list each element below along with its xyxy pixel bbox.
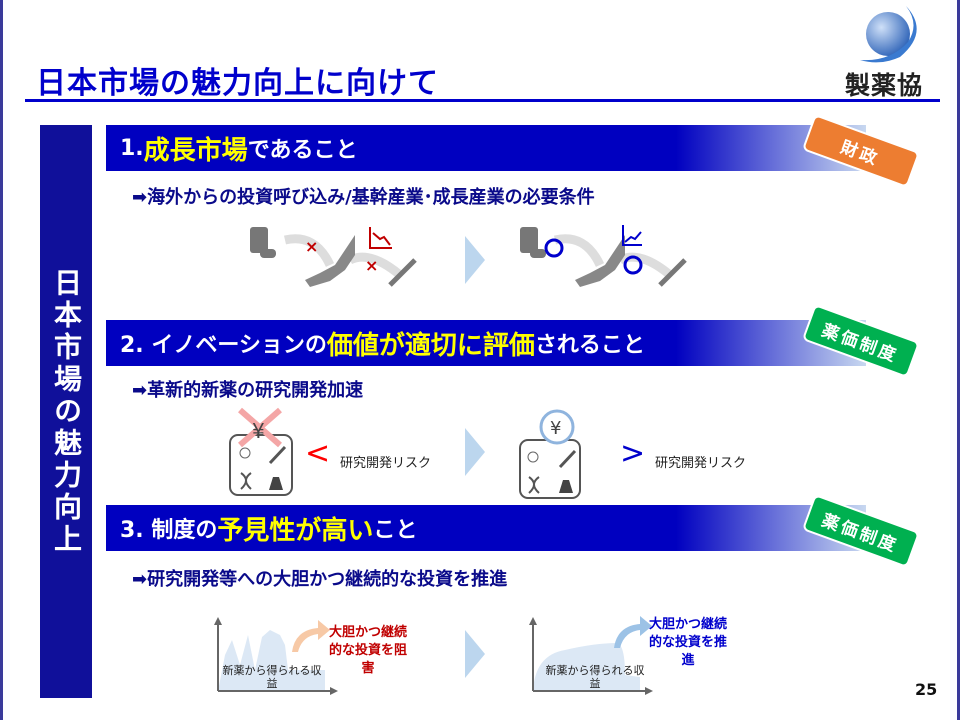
section-1-highlight: 成長市場 — [143, 135, 248, 166]
revenue-label-before: 新薬から得られる収益 — [222, 664, 322, 690]
greater-than-sign: > — [620, 436, 646, 471]
investment-attracted-illustration — [520, 225, 687, 287]
section-2-subtitle: ➡革新的新薬の研究開発加速 — [132, 380, 364, 401]
section-1-subtitle: ➡海外からの投資呼び込み/基幹産業･成長産業の必要条件 — [132, 187, 595, 208]
revenue-label-after: 新薬から得られる収益 — [545, 664, 645, 690]
svg-text:×: × — [305, 237, 318, 256]
orange-curved-arrow-icon — [292, 620, 330, 652]
less-than-sign: < — [305, 436, 331, 471]
svg-text:×: × — [365, 256, 378, 275]
section-1-header: 1. 成長市場であること — [106, 125, 866, 171]
rd-risk-label-left: 研究開発リスク — [340, 456, 432, 471]
blue-curved-arrow-icon — [614, 616, 652, 648]
jpma-globe-logo-icon — [860, 6, 917, 63]
arrow-right-icon — [465, 428, 485, 476]
rd-risk-label-right: 研究開発リスク — [655, 456, 747, 471]
after-note: 大胆かつ継続的な投資を推進 — [648, 617, 727, 668]
revenue-volatile-chart-icon — [214, 617, 338, 695]
before-note: 大胆かつ継続的な投資を阻害 — [328, 625, 407, 676]
arrow-right-icon — [465, 630, 485, 678]
rd-box-yen-crossed-icon: ¥ — [229, 407, 293, 496]
page-title: 日本市場の魅力向上に向けて — [36, 66, 439, 101]
section-2-prefix: 2. イノベーションの — [120, 333, 327, 358]
section-3-subtitle: ➡研究開発等への大胆かつ継続的な投資を推進 — [132, 569, 508, 590]
logo-text: 製薬協 — [845, 71, 924, 100]
title-underline — [25, 99, 940, 102]
revenue-stable-chart-icon — [529, 617, 653, 695]
investment-blocked-illustration: × × — [250, 227, 417, 287]
section-3-highlight: 予見性が高い — [217, 515, 374, 546]
section-3-suffix: こと — [373, 518, 418, 543]
rd-box-yen-circled-icon: ¥ — [519, 409, 581, 499]
section-1-prefix: 1. — [120, 135, 144, 161]
side-label: 日本市場の魅力向上 — [40, 125, 92, 698]
svg-text:¥: ¥ — [252, 419, 265, 443]
section-2-suffix: されること — [534, 333, 645, 358]
svg-text:¥: ¥ — [550, 418, 561, 439]
section-3-prefix: 3. 制度の — [120, 518, 218, 543]
section-3-header: 3. 制度の予見性が高いこと — [106, 505, 866, 551]
page-number: 25 — [915, 680, 938, 699]
section-2-header: 2. イノベーションの価値が適切に評価されること — [106, 320, 866, 366]
section-1-suffix: であること — [247, 138, 358, 163]
section-2-highlight: 価値が適切に評価 — [326, 330, 535, 361]
arrow-right-icon — [465, 236, 485, 284]
